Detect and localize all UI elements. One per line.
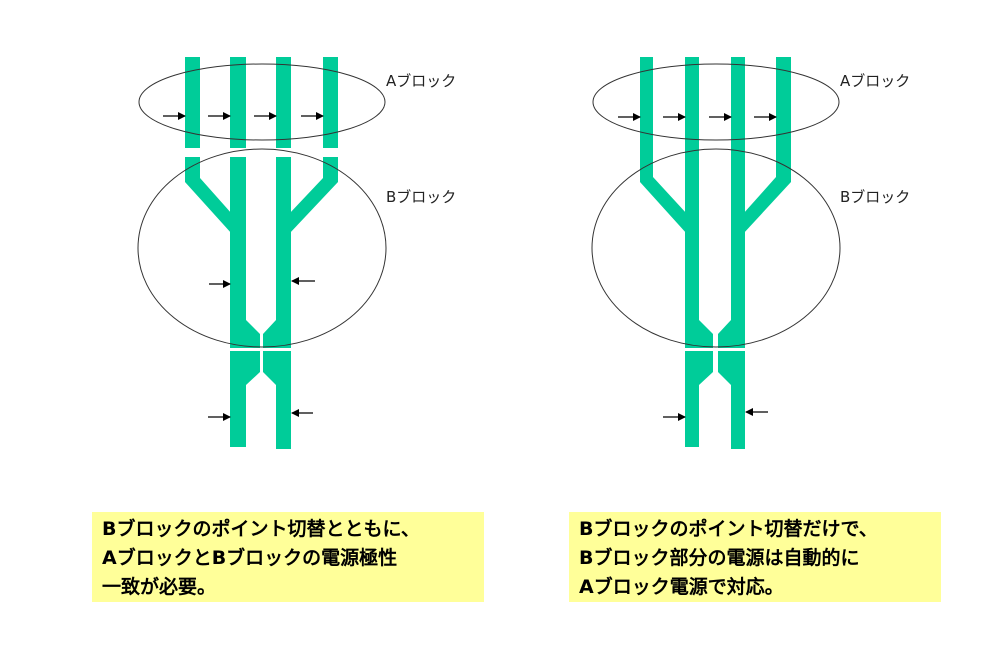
right-rails: [640, 57, 791, 449]
rail: [685, 351, 713, 447]
a-block-ellipse: [138, 63, 386, 141]
right-diagram: [591, 57, 841, 449]
note-line: Bブロック部分の電源は自動的に: [579, 547, 860, 569]
left-b-block-rails: [185, 157, 338, 449]
a-block-ellipse: [592, 63, 840, 141]
rail: [230, 157, 260, 348]
rail: [685, 57, 713, 348]
note-line: 一致が必要。: [102, 576, 217, 598]
rail: [718, 351, 745, 449]
right-current-arrows: [618, 113, 777, 421]
note-line: AブロックとBブロックの電源極性: [102, 547, 398, 569]
rail: [276, 57, 291, 148]
rail: [263, 351, 291, 449]
rail: [230, 57, 246, 148]
left-note-box: Bブロックのポイント切替とともに、 AブロックとBブロックの電源極性 一致が必要…: [92, 512, 484, 602]
left-current-arrows: [163, 112, 324, 421]
branch-rail-left: [185, 157, 232, 234]
left-b-block-label: Bブロック: [386, 188, 457, 206]
rail: [323, 57, 338, 148]
b-block-ellipse: [591, 148, 841, 348]
note-line: Bブロックのポイント切替だけで、: [579, 518, 878, 540]
rail: [230, 351, 260, 447]
right-note-box: Bブロックのポイント切替だけで、 Bブロック部分の電源は自動的に Aブロック電源…: [569, 512, 941, 602]
note-line: Bブロックのポイント切替とともに、: [102, 518, 420, 540]
branch-rail-right: [289, 157, 338, 234]
left-a-block-label: Aブロック: [386, 72, 457, 90]
b-block-ellipse: [137, 148, 387, 348]
rail: [185, 57, 200, 148]
right-b-block-label: Bブロック: [840, 188, 911, 206]
rail: [718, 57, 745, 348]
note-line: Aブロック電源で対応。: [579, 576, 784, 598]
left-diagram: [137, 57, 387, 449]
left-a-block-rails: [185, 57, 338, 148]
branch-rail-right: [743, 57, 791, 234]
rail: [263, 157, 291, 348]
right-a-block-label: Aブロック: [840, 72, 911, 90]
branch-rail-left: [640, 57, 687, 234]
